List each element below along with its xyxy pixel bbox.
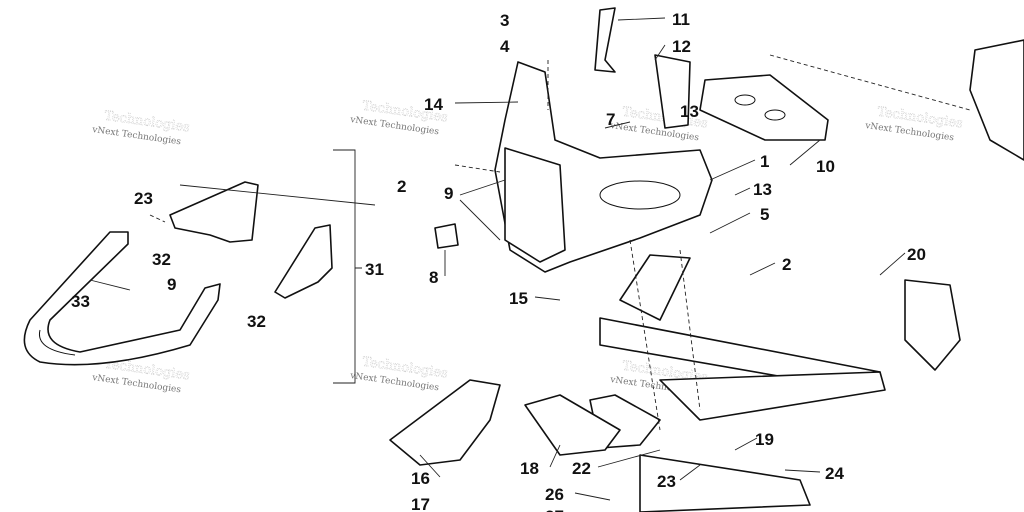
- callout-10: 10: [816, 157, 835, 176]
- callout-31: 31: [365, 260, 384, 279]
- callout-32: 32: [247, 312, 266, 331]
- callout-23: 23: [657, 472, 676, 491]
- callout-27: 27: [545, 507, 564, 512]
- callout-3: 3: [500, 11, 509, 30]
- callout-11: 11: [672, 10, 690, 29]
- right-mount-part: [904, 279, 961, 371]
- callout-4: 4: [500, 37, 510, 56]
- callout-12: 12: [672, 37, 691, 56]
- right-bracket-part: [969, 39, 1024, 161]
- callout-8: 8: [429, 268, 438, 287]
- callout-18: 18: [520, 459, 539, 478]
- callout-32: 32: [152, 250, 171, 269]
- frame-part: [389, 254, 886, 512]
- callout-19: 19: [755, 430, 774, 449]
- group-bracket: [333, 149, 362, 384]
- callout-9: 9: [167, 275, 176, 294]
- callout-5: 5: [760, 205, 769, 224]
- callout-9: 9: [444, 184, 453, 203]
- callout-13: 13: [680, 102, 699, 121]
- callout-16: 16: [411, 469, 430, 488]
- callout-13: 13: [753, 180, 772, 199]
- callout-23: 23: [134, 189, 153, 208]
- callout-1: 1: [760, 152, 769, 171]
- callout-33: 33: [71, 292, 90, 311]
- callout-2: 2: [397, 177, 406, 196]
- front-housing-part: [494, 7, 829, 273]
- callout-7: 7: [606, 110, 615, 129]
- callout-15: 15: [509, 289, 528, 308]
- callout-17: 17: [411, 495, 430, 512]
- callout-labels: 3 11 4 12 14 7 13 10 1 9 13 5 2 23 32 9 …: [71, 10, 926, 512]
- callout-24: 24: [825, 464, 844, 483]
- callout-22: 22: [572, 459, 591, 478]
- bumper-part: [23, 231, 221, 366]
- bracket-part: [169, 181, 259, 243]
- callout-26: 26: [545, 485, 564, 504]
- callout-14: 14: [424, 95, 443, 114]
- pad-part: [434, 223, 459, 249]
- callout-2: 2: [782, 255, 791, 274]
- callout-20: 20: [907, 245, 926, 264]
- bracket-part: [274, 224, 333, 299]
